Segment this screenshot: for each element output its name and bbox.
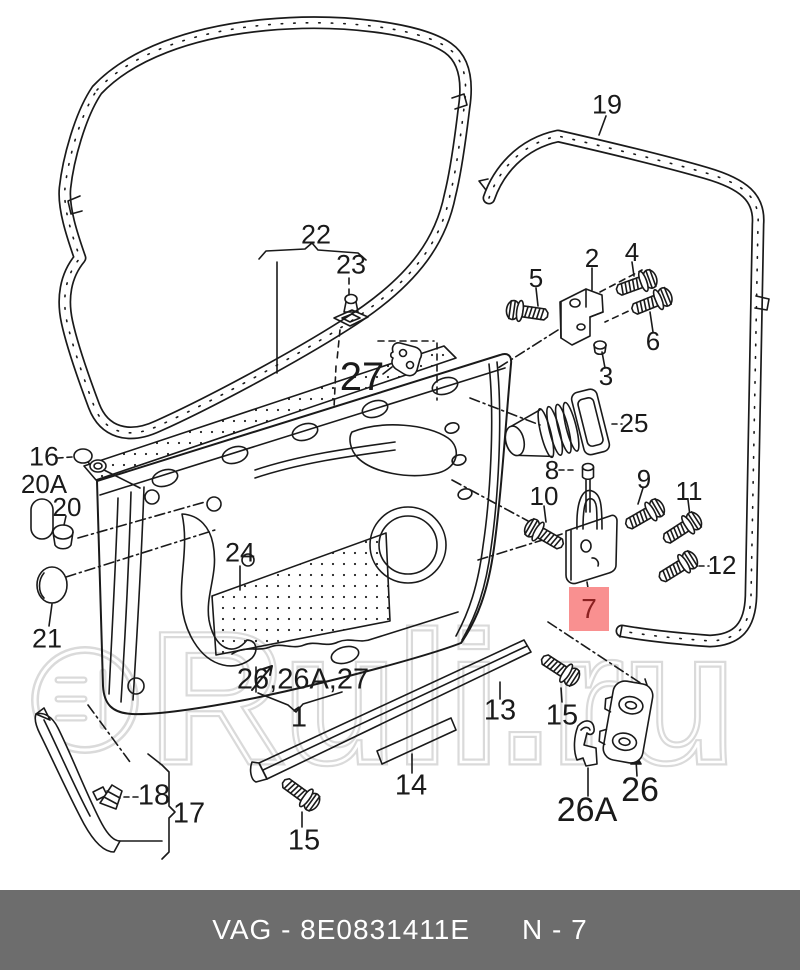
callout-17: 17 [172, 797, 206, 830]
callout-4: 4 [624, 237, 640, 267]
callout-26A: 26A [556, 791, 618, 829]
door-seal-19-drawing [478, 129, 770, 648]
watermark-logo [31, 646, 139, 754]
plug-20-drawing [52, 501, 206, 550]
strip-17-drawing [34, 704, 176, 860]
callout-12: 12 [707, 550, 737, 580]
footer-part-number: VAG - 8E0831411E [212, 914, 471, 945]
footer-page-ref: N - 7 [522, 914, 588, 945]
window-seal-22-drawing [58, 16, 473, 440]
striker-7-drawing [477, 462, 710, 589]
callout-2: 2 [584, 243, 600, 273]
callout-19: 19 [591, 89, 623, 120]
bolt-9-icon [620, 494, 669, 536]
clip-23-drawing [333, 277, 369, 409]
hinge-drawing [497, 261, 654, 369]
callout-15-left: 15 [287, 824, 321, 857]
callout-22: 22 [300, 219, 332, 250]
plug-20a-drawing [30, 498, 54, 540]
callout-11: 11 [675, 476, 703, 506]
callout-23: 23 [335, 249, 367, 280]
cable-boot-25-drawing [504, 388, 611, 459]
bracket-26a-drawing [573, 720, 598, 767]
callout-10: 10 [529, 481, 559, 511]
callout-20: 20 [52, 492, 82, 522]
plug-21-drawing [36, 529, 216, 627]
callout-14: 14 [394, 769, 428, 802]
callout-21: 21 [31, 623, 63, 654]
bolt-12-icon [653, 546, 702, 589]
callout-26: 26 [621, 771, 659, 809]
door-panel-drawing [83, 345, 513, 716]
footer-bar: VAG - 8E0831411E N - 7 [0, 890, 800, 970]
callout-13: 13 [483, 694, 517, 727]
callout-5: 5 [528, 263, 544, 293]
highlighted-part-7[interactable]: 7 [569, 587, 609, 631]
callout-18: 18 [137, 779, 171, 812]
latch-plate-26-drawing [598, 680, 654, 764]
callout-group-1: 26,26A,27 [236, 663, 370, 696]
sill-strip-13-drawing [249, 639, 532, 783]
clip-27-drawing [377, 340, 438, 401]
leader-lines-top [258, 115, 607, 374]
callout-6: 6 [645, 326, 661, 356]
callout-15-right: 15 [545, 699, 579, 732]
cone-18-drawing [99, 784, 140, 810]
bolt-5-icon [504, 297, 550, 327]
sound-pad-24-drawing [211, 532, 391, 656]
grommet-16-drawing [57, 448, 141, 489]
callout-27-top: 27 [339, 355, 385, 399]
callout-24: 24 [224, 537, 256, 568]
callout-16: 16 [28, 441, 60, 472]
callout-9: 9 [636, 464, 652, 494]
callout-1: 1 [290, 701, 308, 734]
callout-3: 3 [598, 361, 614, 391]
callout-25: 25 [619, 408, 649, 438]
bolt-11-icon [658, 507, 706, 550]
sticker-14-drawing [376, 717, 457, 774]
callout-20A: 20A [20, 469, 68, 499]
callout-8: 8 [544, 455, 560, 485]
